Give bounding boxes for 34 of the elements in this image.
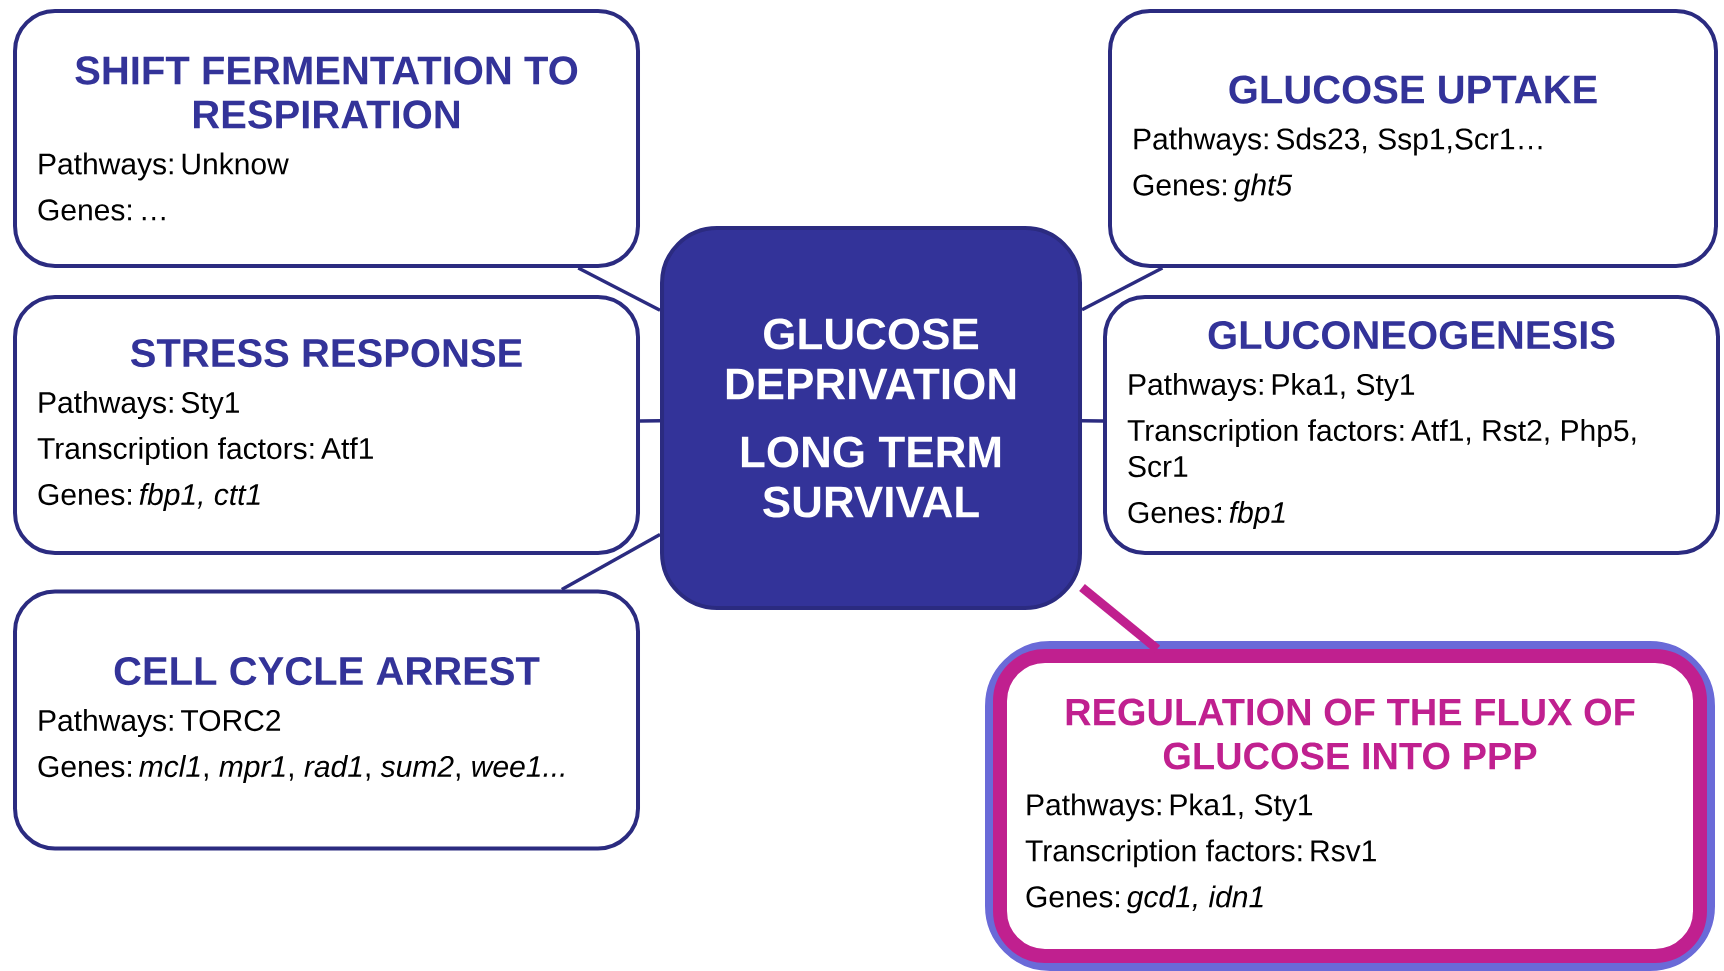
info-line: Genes: …	[38, 199, 165, 221]
box-heading: GLUCOSE UPTAKE	[1229, 75, 1597, 104]
box-heading: CELL CYCLE ARREST	[114, 656, 540, 686]
central-box	[660, 226, 1082, 610]
info-line: Pathways: Sds23, Ssp1,Scr1…	[1134, 127, 1542, 156]
connector-line	[640, 418, 661, 423]
connector-line	[1081, 266, 1164, 312]
connector-line	[1082, 418, 1104, 423]
topic-box	[1103, 295, 1720, 555]
box-heading: REGULATION OF THE FLUX OF GLUCOSE INTO PPP	[1066, 698, 1635, 770]
box-heading: STRESS RESPONSE	[130, 338, 522, 368]
topic-box	[1108, 9, 1718, 268]
info-line: Transcription factors: Rsv1	[1025, 839, 1376, 868]
topic-box	[13, 9, 640, 268]
info-line: Genes: fbp1	[1128, 501, 1285, 530]
info-line: Transcription factors: Atf1	[37, 437, 373, 466]
info-line: Pathways: Sty1	[39, 391, 239, 420]
info-line: Transcription factors: Atf1, Rst2, Php5, Scr1	[1127, 419, 1636, 478]
info-line: Genes: fbp1, ctt1	[38, 483, 260, 512]
box-heading: SHIFT FERMENTATION TO RESPIRATION	[75, 56, 578, 129]
topic-box	[13, 295, 640, 555]
center-title: GLUCOSE DEPRIVATION	[726, 318, 1016, 400]
info-line: Pathways: Pka1, Sty1	[1129, 373, 1415, 402]
info-line: Pathways: Pka1, Sty1	[1027, 793, 1313, 822]
info-line: Genes: ght5	[1133, 173, 1293, 202]
topic-box	[13, 589, 640, 851]
info-line: Pathways: TORC2	[39, 709, 281, 738]
box-heading: GLUCONEOGENESIS	[1208, 320, 1615, 350]
info-line: Genes: mcl1, mpr1, rad1, sum2, wee1...	[38, 755, 564, 784]
center-title: LONG TERM SURVIVAL	[741, 436, 1001, 518]
info-line: Genes: gcd1, idn1	[1026, 885, 1263, 914]
connector-line	[577, 266, 661, 312]
info-line: Pathways: Unknow	[39, 152, 289, 181]
topic-box	[985, 641, 1715, 971]
